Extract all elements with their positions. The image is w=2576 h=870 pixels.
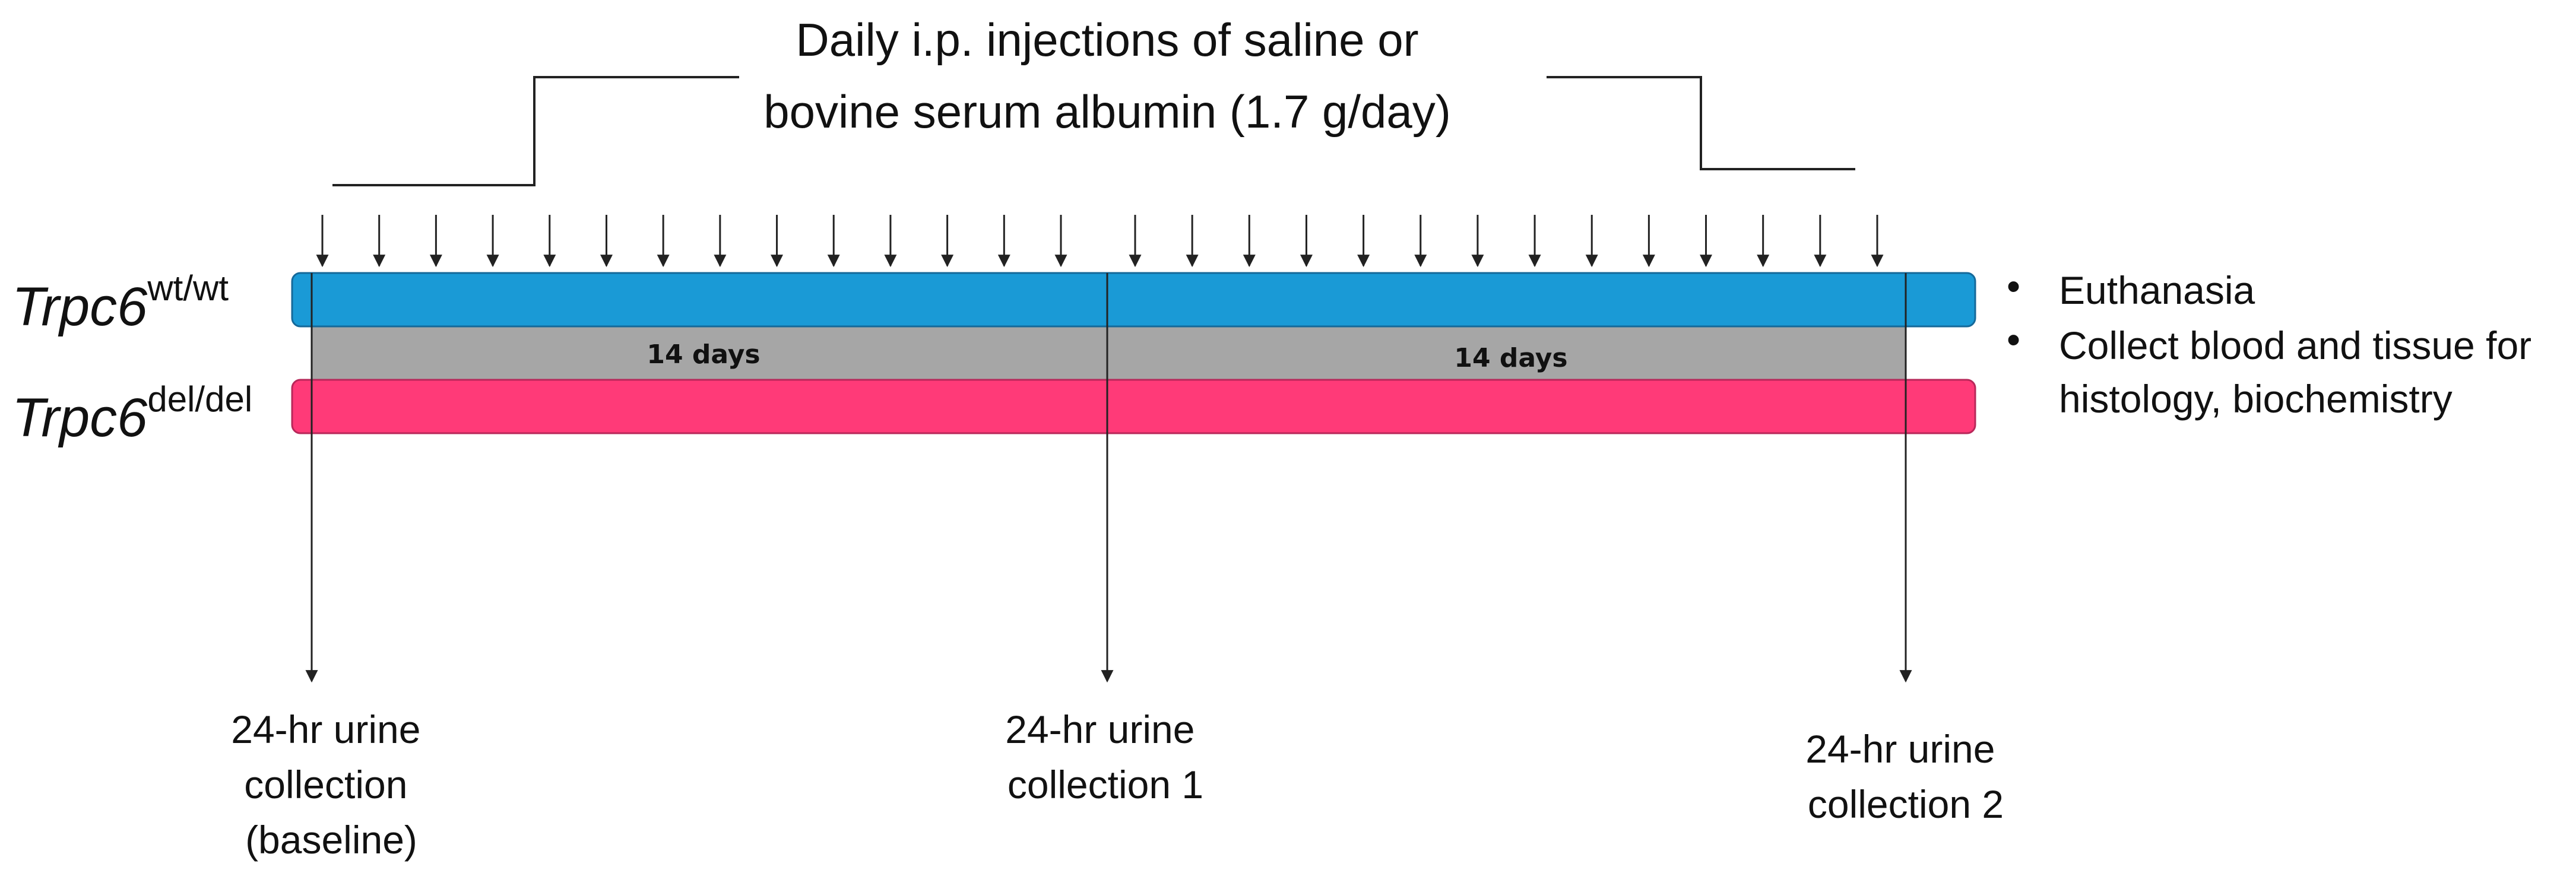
genotype-wt-superscript: wt/wt (147, 268, 229, 308)
title-bracket-left (332, 76, 739, 186)
injection-arrows (316, 215, 1884, 268)
collection-baseline-line-2: collection (244, 763, 407, 807)
outcome-collect-line-2: histology, biochemistry (2059, 377, 2453, 421)
outcome-item-euthanasia: Euthanasia (2059, 268, 2255, 312)
genotype-del-base: Trpc6 (12, 388, 148, 448)
collection-1-line-1: 24-hr urine (1005, 707, 1194, 751)
period-band-1 (312, 325, 1107, 383)
collection-1-line-2: collection 1 (1007, 763, 1203, 807)
genotype-label-wt: Trpc6wt/wt (12, 268, 229, 337)
collection-label-baseline: 24-hr urine collection (baseline) (231, 707, 432, 862)
collection-baseline-line-3: (baseline) (245, 818, 417, 862)
period-label-2: 14 days (1454, 343, 1567, 373)
title-line-2: bovine serum albumin (1.7 g/day) (763, 85, 1451, 138)
outcome-item-collect: Collect blood and tissue for histology, … (2059, 323, 2542, 421)
period-label-1: 14 days (647, 339, 760, 370)
genotype-bar-wt (291, 272, 1976, 328)
genotype-wt-base: Trpc6 (12, 277, 148, 337)
outcome-collect-line-1: Collect blood and tissue for (2059, 323, 2531, 367)
genotype-del-superscript: del/del (147, 379, 252, 419)
collection-2-line-2: collection 2 (1808, 782, 2004, 826)
outcome-bullet-2: • (2007, 317, 2020, 361)
collection-label-1: 24-hr urine collection 1 (1005, 707, 1206, 807)
genotype-label-del: Trpc6del/del (12, 379, 252, 448)
collection-2-line-1: 24-hr urine (1805, 727, 1995, 771)
title-bracket-right (1547, 76, 1855, 170)
outcome-bullet-1: • (2007, 264, 2020, 308)
collection-baseline-line-1: 24-hr urine (231, 707, 420, 751)
collection-label-2: 24-hr urine collection 2 (1805, 727, 2006, 826)
period-band-2 (1107, 325, 1906, 383)
genotype-bar-del (291, 379, 1976, 434)
title-line-1: Daily i.p. injections of saline or (796, 14, 1418, 66)
